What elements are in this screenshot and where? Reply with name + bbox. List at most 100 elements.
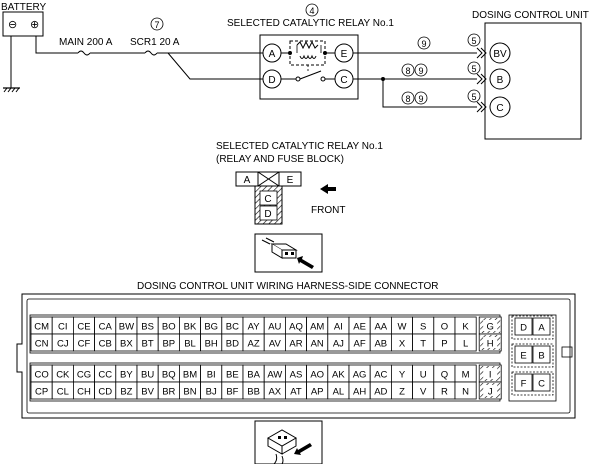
harness-pin-ac-label: AC — [374, 370, 387, 381]
harness-side-pin-a-label: A — [538, 323, 545, 334]
dcu-pin-bv — [489, 42, 511, 64]
harness-pin-cn-label: CN — [35, 339, 49, 350]
harness-pin-l-label: L — [463, 339, 468, 350]
harness-pin-by-label: BY — [120, 370, 133, 381]
harness-pin-r-label: R — [441, 387, 448, 398]
harness-pin-at-label: AT — [290, 387, 302, 398]
harness-pin-n — [454, 381, 477, 400]
svg-text:D: D — [268, 75, 275, 86]
harness-pin-i-inner — [483, 368, 498, 379]
scr-fuse-callout — [150, 17, 164, 31]
dcu-box — [484, 22, 582, 140]
svg-text:8: 8 — [405, 66, 410, 76]
harness-pin-av-label: AV — [269, 339, 282, 350]
svg-text:4: 4 — [309, 6, 314, 16]
harness-pin-u-label: U — [420, 370, 427, 381]
harness-pin-g-inner — [483, 320, 498, 331]
wire-callout-c2-9 — [414, 91, 428, 105]
harness-side-pin-e-label: E — [520, 351, 526, 362]
dosing-control-unit: DOSING CONTROL UNIT BV B C — [472, 10, 589, 140]
relay-connector-title: SELECTED CATALYTIC RELAY No.1 — [216, 141, 383, 152]
harness-pin-cl-label: CL — [57, 387, 69, 398]
harness-pin-o-label: O — [441, 322, 448, 333]
harness-pin-ca-label: CA — [99, 322, 113, 333]
dcu-callout-c — [467, 89, 481, 103]
harness-illustration-arrow-icon — [294, 443, 312, 455]
harness-pin-bf-label: BF — [226, 387, 238, 398]
harness-pin-v-label: V — [420, 387, 427, 398]
harness-pin-ah-label: AH — [353, 387, 366, 398]
harness-side-pin-d — [514, 317, 533, 336]
dcu-pin-c — [489, 96, 511, 118]
harness-side-pin-c — [532, 373, 551, 392]
harness-pin-m-label: M — [462, 370, 470, 381]
front-label: FRONT — [311, 205, 345, 216]
dcu-callout-b — [467, 61, 481, 75]
harness-pin-bn-label: BN — [183, 387, 196, 398]
harness-pin-n-label: N — [462, 387, 469, 398]
harness-pin-bd-label: BD — [226, 339, 239, 350]
harness-title: DOSING CONTROL UNIT WIRING HARNESS-SIDE … — [137, 281, 439, 292]
harness-pin-bv-label: BV — [141, 387, 154, 398]
battery-plus-terminal: ⊕ — [30, 19, 39, 31]
relay-resistor — [296, 40, 319, 50]
harness-pin-ae-label: AE — [353, 322, 366, 333]
harness-pin-bh-label: BH — [205, 339, 218, 350]
battery: BATTERY ⊖ ⊕ — [1, 2, 47, 93]
harness-pin-ap-label: AP — [311, 387, 324, 398]
relay-connector-pin-c: C — [264, 194, 271, 205]
relay-coil-winding — [299, 54, 317, 59]
wire-callout-c-9 — [414, 63, 428, 77]
relay-to-dcu-wires: 9 8 9 8 9 5 5 5 — [353, 33, 487, 113]
harness-connector-illustration — [254, 420, 323, 464]
svg-text:B: B — [497, 75, 504, 86]
svg-text:A: A — [269, 49, 276, 60]
harness-pin-ci-label: CI — [58, 322, 68, 333]
harness-pin-ag-label: AG — [353, 370, 367, 381]
harness-pin-aj-label: AJ — [333, 339, 344, 350]
harness-pin-bj-label: BJ — [206, 387, 217, 398]
harness-pin-ab-label: AB — [374, 339, 387, 350]
harness-pin-cg-label: CG — [77, 370, 91, 381]
svg-text:5: 5 — [471, 36, 476, 46]
harness-pin-bg-label: BG — [204, 322, 218, 333]
harness-pin-l — [454, 333, 477, 352]
harness-pin-s-label: S — [420, 322, 426, 333]
harness-pin-am-label: AM — [310, 322, 324, 333]
harness-pin-br-label: BR — [162, 387, 175, 398]
harness-pin-ax-label: AX — [268, 387, 281, 398]
battery-minus-terminal: ⊖ — [8, 19, 17, 31]
harness-side-group-3 — [511, 371, 554, 396]
harness-pin-cm-label: CM — [34, 322, 49, 333]
scr-fuse-label: SCR1 20 A — [130, 37, 180, 48]
svg-text:5: 5 — [471, 92, 476, 102]
harness-pin-bl-label: BL — [184, 339, 196, 350]
svg-text:BV: BV — [493, 49, 507, 60]
harness-pin-bu-label: BU — [141, 370, 154, 381]
harness-side-pin-b-label: B — [538, 351, 544, 362]
harness-pin-bq-label: BQ — [162, 370, 176, 381]
harness-pin-ba-label: BA — [247, 370, 260, 381]
relay-callout — [305, 3, 319, 17]
harness-pin-bx-label: BX — [120, 339, 133, 350]
harness-pin-i-label: I — [489, 370, 492, 381]
wire-callout-c-8 — [401, 63, 415, 77]
svg-text:C: C — [496, 103, 503, 114]
harness-pin-bo-label: BO — [162, 322, 176, 333]
relay-connector-pin-a: A — [244, 175, 251, 186]
harness-pin-bb-label: BB — [247, 387, 260, 398]
front-arrow-icon — [320, 184, 336, 194]
harness-pin-au-label: AU — [268, 322, 281, 333]
relay-title: SELECTED CATALYTIC RELAY No.1 — [227, 18, 394, 29]
harness-outline — [16, 293, 576, 419]
harness-pin-aa-label: AA — [374, 322, 387, 333]
svg-text:9: 9 — [421, 39, 426, 49]
svg-text:9: 9 — [418, 94, 423, 104]
harness-pin-as-label: AS — [290, 370, 303, 381]
harness-side-pin-d-label: D — [520, 323, 527, 334]
harness-side-group-2 — [511, 343, 554, 368]
scr-fuse-symbol — [144, 50, 158, 56]
harness-pin-bz-label: BZ — [120, 387, 132, 398]
harness-pin-ck-label: CK — [56, 370, 70, 381]
